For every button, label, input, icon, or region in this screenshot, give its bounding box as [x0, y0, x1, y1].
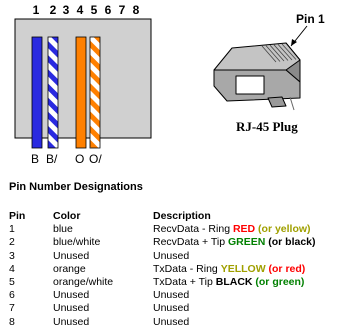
description-segment: Unused — [153, 302, 190, 315]
description-segment: (or red) — [265, 262, 306, 275]
pin-cell: 7 — [9, 302, 15, 315]
description-segment: RecvData - Ring — [153, 223, 233, 236]
description-cell: TxData + Tip BLACK (or green) — [153, 276, 345, 289]
table-row: 7 Unused Unused — [9, 302, 345, 315]
header-pin: Pin — [9, 210, 26, 222]
pin-cell: 6 — [9, 289, 15, 302]
color-cell: Unused — [53, 315, 90, 328]
description-segment: RecvData + Tip — [153, 236, 228, 249]
pin-number-6: 6 — [105, 3, 112, 17]
color-cell: blue — [53, 223, 73, 236]
table-row: 3 Unused Unused — [9, 250, 345, 263]
pin-table: Pin Color Description 1 blue RecvData - Ri… — [9, 210, 345, 329]
description-cell: TxData - Ring YELLOW (or red) — [153, 263, 345, 276]
wire-1-blue — [31, 36, 43, 149]
description-cell: RecvData - Ring RED (or yellow) — [153, 223, 345, 236]
table-row: 6 Unused Unused — [9, 289, 345, 302]
pin-cell: 1 — [9, 223, 15, 236]
description-segment: TxData + Tip — [153, 276, 216, 289]
table-row: 4 orange TxData - Ring YELLOW (or red) — [9, 263, 345, 276]
pin-number-2: 2 — [50, 3, 57, 17]
header-color: Color — [53, 210, 81, 222]
color-cell: orange — [53, 262, 86, 275]
table-row: 2 blue/white RecvData + Tip GREEN (or blac… — [9, 236, 345, 249]
table-row: 8 Unused Unused — [9, 316, 345, 329]
description-cell: Unused — [153, 289, 345, 302]
pin-number-8: 8 — [133, 3, 140, 17]
table-row: 1 blue RecvData - Ring RED (or yellow) — [9, 223, 345, 236]
pin-cell: 2 — [9, 236, 15, 249]
table-row: 5 orange/white TxData + Tip BLACK (or gree… — [9, 276, 345, 289]
description-segment: (or green) — [252, 276, 305, 289]
pin-1-callout: Pin 1 — [296, 12, 325, 26]
section-title: Pin Number Designations — [9, 181, 143, 193]
wire-label-b: B — [31, 152, 39, 166]
color-cell: Unused — [53, 302, 90, 315]
description-segment: Unused — [153, 315, 190, 328]
pin-1-arrowhead — [291, 39, 297, 46]
pin-number-7: 7 — [119, 3, 126, 17]
color-cell: orange/white — [53, 276, 114, 289]
description-segment: TxData - Ring — [153, 262, 221, 275]
description-cell: Unused — [153, 302, 345, 315]
description-segment: BLACK — [215, 276, 253, 289]
description-cell: Unused — [153, 316, 345, 329]
header-description: Description — [153, 210, 211, 222]
description-segment: RED — [232, 223, 256, 236]
pin-cell: 8 — [9, 315, 15, 328]
wire-2-blue-white — [47, 36, 59, 149]
pin-number-1: 1 — [33, 3, 40, 17]
pin-cell: 3 — [9, 249, 15, 262]
description-segment: (or black) — [265, 236, 316, 249]
pin-number-3: 3 — [63, 3, 70, 17]
description-cell: RecvData + Tip GREEN (or black) — [153, 236, 345, 249]
pin-number-4: 4 — [77, 3, 84, 17]
description-cell: Unused — [153, 250, 345, 263]
plug-caption: RJ-45 Plug — [236, 119, 298, 134]
color-cell: blue/white — [53, 236, 101, 249]
description-segment: Unused — [153, 289, 190, 302]
wire-4-orange — [75, 36, 87, 149]
description-segment: (or yellow) — [255, 223, 311, 236]
wire-label-b-white: B/ — [46, 152, 58, 166]
pin-number-5: 5 — [91, 3, 98, 17]
pin-table-header: Pin Color Description — [9, 210, 345, 223]
color-cell: Unused — [53, 289, 90, 302]
rj45-plug-illustration — [213, 42, 301, 111]
description-segment: YELLOW — [220, 262, 266, 275]
pin-cell: 4 — [9, 262, 15, 275]
wire-label-o: O — [75, 152, 84, 166]
description-segment: Unused — [153, 249, 190, 262]
pin-cell: 5 — [9, 276, 15, 289]
wire-label-o-white: O/ — [89, 152, 102, 166]
color-cell: Unused — [53, 249, 90, 262]
description-segment: GREEN — [228, 236, 266, 249]
wire-5-orange-white — [89, 36, 101, 149]
